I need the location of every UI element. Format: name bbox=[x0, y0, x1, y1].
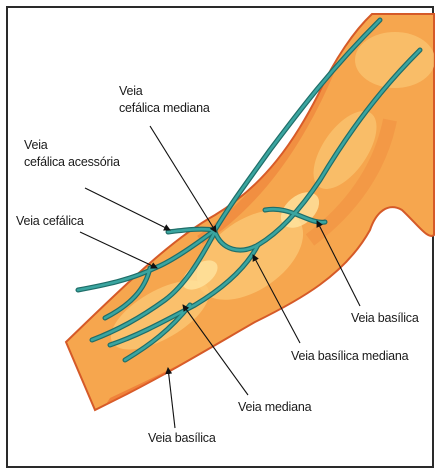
label-cefalica-mediana-line2: cefálica mediana bbox=[119, 101, 210, 116]
leader-cefalica-mediana bbox=[150, 126, 216, 232]
label-basilica-right: Veia basílica bbox=[351, 311, 419, 326]
label-cefalica-acessoria-line1: Veia bbox=[24, 138, 48, 153]
leader-basilica-bottom bbox=[168, 368, 175, 428]
label-basilica-mediana: Veia basílica mediana bbox=[291, 349, 408, 364]
label-mediana: Veia mediana bbox=[238, 400, 311, 415]
label-cefalica-acessoria-line2: cefálica acessória bbox=[24, 155, 120, 170]
label-cefalica: Veia cefálica bbox=[16, 214, 84, 229]
leader-cefalica-acessoria bbox=[85, 188, 170, 230]
label-basilica-bottom: Veia basílica bbox=[148, 431, 216, 446]
label-cefalica-mediana-line1: Veia bbox=[119, 84, 143, 99]
leader-cefalica bbox=[80, 232, 157, 268]
